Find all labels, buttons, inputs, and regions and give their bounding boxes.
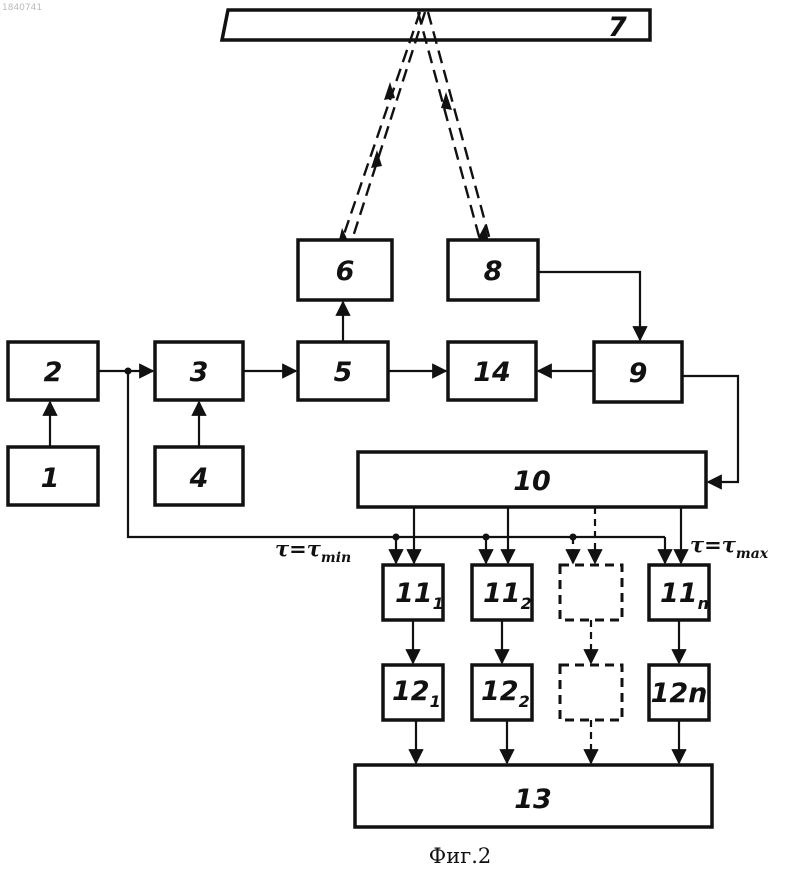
- block-5-label: 5: [334, 357, 353, 388]
- block-13-label: 13: [514, 784, 552, 815]
- block-6: 6: [298, 240, 392, 300]
- beam-7-to-8-a: [418, 12, 480, 240]
- document-number: 1840741: [2, 3, 42, 13]
- block-12-1: 121: [383, 665, 443, 720]
- block-11-placeholder: [560, 565, 622, 620]
- block-7-label: 7: [608, 12, 627, 43]
- block-6-label: 6: [336, 256, 355, 287]
- block-3: 3: [155, 342, 243, 400]
- block-1: 1: [8, 447, 98, 505]
- optical-beams: [338, 12, 490, 244]
- block-1-label: 1: [41, 463, 60, 494]
- block-10-label: 10: [513, 466, 551, 497]
- block-9: 9: [594, 342, 682, 402]
- block-8-label: 8: [484, 256, 503, 287]
- block-14: 14: [448, 342, 536, 400]
- figure-caption: Фиг.2: [429, 844, 491, 868]
- block-5: 5: [298, 342, 388, 400]
- tau-max-label: τ=τmax: [690, 532, 769, 562]
- block-10: 10: [358, 452, 706, 507]
- block-2-label: 2: [44, 357, 63, 388]
- block-8: 8: [448, 240, 538, 300]
- block-9-label: 9: [629, 358, 648, 389]
- block-12-n-label: 12n: [651, 678, 708, 709]
- beam-6-to-7-a: [342, 12, 420, 240]
- tau-min-label: τ=τmin: [275, 536, 351, 566]
- block-11-2: 112: [472, 565, 532, 620]
- block-2: 2: [8, 342, 98, 400]
- block-11-n: 11n: [649, 565, 709, 620]
- beam-6-to-7-b: [352, 12, 425, 240]
- block-13: 13: [355, 765, 712, 827]
- block-12-2: 122: [472, 665, 532, 720]
- beam-7-to-8-b: [428, 12, 490, 240]
- arrow-8-to-9: [538, 272, 640, 340]
- block-11-1: 111: [383, 565, 444, 620]
- block-12-placeholder: [560, 665, 622, 720]
- block-4: 4: [155, 447, 243, 505]
- block-14-label: 14: [473, 357, 511, 388]
- block-4-label: 4: [189, 463, 209, 494]
- block-3-label: 3: [190, 357, 209, 388]
- block-12-n: 12n: [649, 665, 709, 720]
